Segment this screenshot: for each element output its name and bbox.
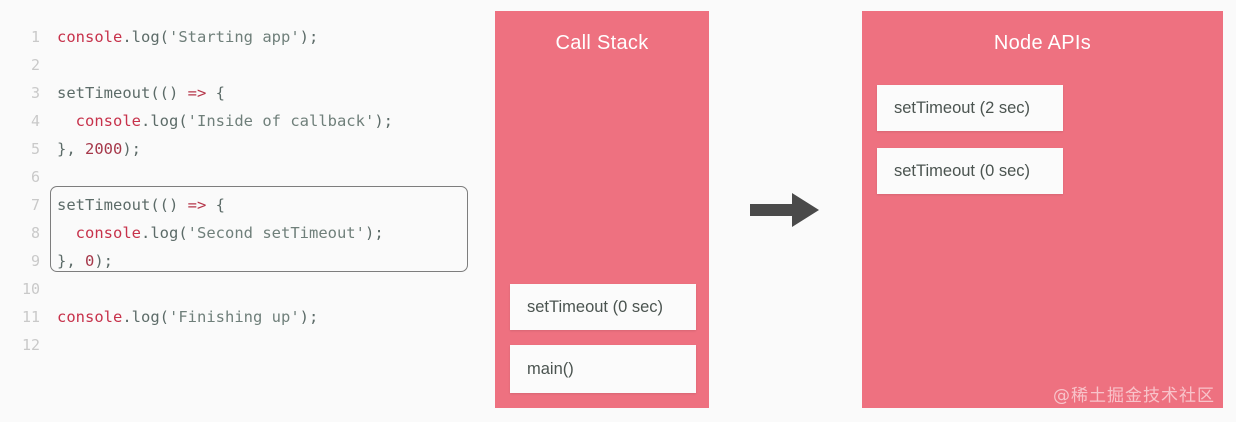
code-token-plain: { (206, 196, 225, 214)
line-number: 10 (21, 280, 40, 298)
line-number: 11 (21, 308, 40, 326)
call-stack-title: Call Stack (555, 32, 649, 54)
call-stack-frame[interactable]: setTimeout (0 sec) (510, 284, 696, 330)
line-number: 4 (30, 112, 40, 130)
code-token-num: 0 (85, 252, 95, 270)
watermark-text: @稀土掘金技术社区 (1053, 386, 1215, 406)
code-line-text: console.log('Finishing up'); (57, 303, 318, 331)
node-api-item-label: setTimeout (2 sec) (894, 98, 1031, 117)
call-stack-frame-label: main() (527, 359, 574, 378)
line-number: 2 (30, 56, 40, 74)
code-token-arrow: => (187, 196, 207, 214)
call-stack-frame-label: setTimeout (0 sec) (527, 297, 664, 316)
flow-arrow-right-icon (750, 192, 820, 228)
code-token-str: 'Finishing up' (169, 308, 300, 326)
code-token-plain: ); (122, 140, 141, 158)
code-token-plain: setTimeout(() (57, 84, 188, 102)
line-number: 12 (21, 336, 40, 354)
node-api-item[interactable]: setTimeout (2 sec) (877, 85, 1063, 131)
code-token-plain: ); (374, 112, 393, 130)
line-number: 9 (30, 252, 40, 270)
code-token-plain: ); (299, 308, 319, 326)
code-token-plain: ); (94, 252, 114, 270)
code-line-text: }, 2000); (57, 135, 141, 163)
code-line-text: setTimeout(() => { (57, 191, 225, 219)
code-token-obj: console (75, 224, 141, 242)
code-token-plain (57, 112, 76, 130)
code-token-plain: .log( (141, 112, 188, 130)
line-number: 5 (30, 140, 40, 158)
code-token-plain: setTimeout(() (57, 196, 188, 214)
node-api-item-label: setTimeout (0 sec) (894, 161, 1031, 180)
code-token-plain: .log( (122, 28, 169, 46)
line-number: 3 (30, 84, 40, 102)
code-line-text: setTimeout(() => { (57, 79, 225, 107)
code-token-plain: ); (364, 224, 384, 242)
code-token-str: 'Inside of callback' (187, 112, 375, 130)
code-line-text: console.log('Second setTimeout'); (57, 219, 384, 247)
code-token-plain: }, (57, 140, 85, 158)
code-token-plain: { (206, 84, 225, 102)
code-token-plain: ); (299, 28, 319, 46)
line-number: 1 (30, 28, 40, 46)
code-token-str: 'Second setTimeout' (187, 224, 365, 242)
code-line-text: console.log('Starting app'); (57, 23, 318, 51)
line-number: 8 (30, 224, 40, 242)
node-apis-title: Node APIs (993, 32, 1092, 54)
code-token-str: 'Starting app' (169, 28, 300, 46)
code-token-plain: .log( (122, 308, 169, 326)
code-line-text: console.log('Inside of callback'); (57, 107, 393, 135)
line-number: 7 (30, 196, 40, 214)
node-apis-panel: Node APIs setTimeout (2 sec) setTimeout … (862, 11, 1223, 408)
code-token-plain: .log( (141, 224, 188, 242)
code-token-obj: console (75, 112, 141, 130)
code-token-obj: console (57, 308, 123, 326)
code-token-plain: }, (57, 252, 85, 270)
code-line-text: }, 0); (57, 247, 113, 275)
line-number: 6 (30, 168, 40, 186)
code-token-obj: console (57, 28, 123, 46)
call-stack-panel: Call Stack setTimeout (0 sec) main() (495, 11, 709, 408)
code-token-arrow: => (187, 84, 207, 102)
call-stack-frame[interactable]: main() (510, 345, 696, 393)
node-api-item[interactable]: setTimeout (0 sec) (877, 148, 1063, 194)
code-token-num: 2000 (85, 140, 123, 158)
highlighted-code-block (50, 186, 468, 272)
